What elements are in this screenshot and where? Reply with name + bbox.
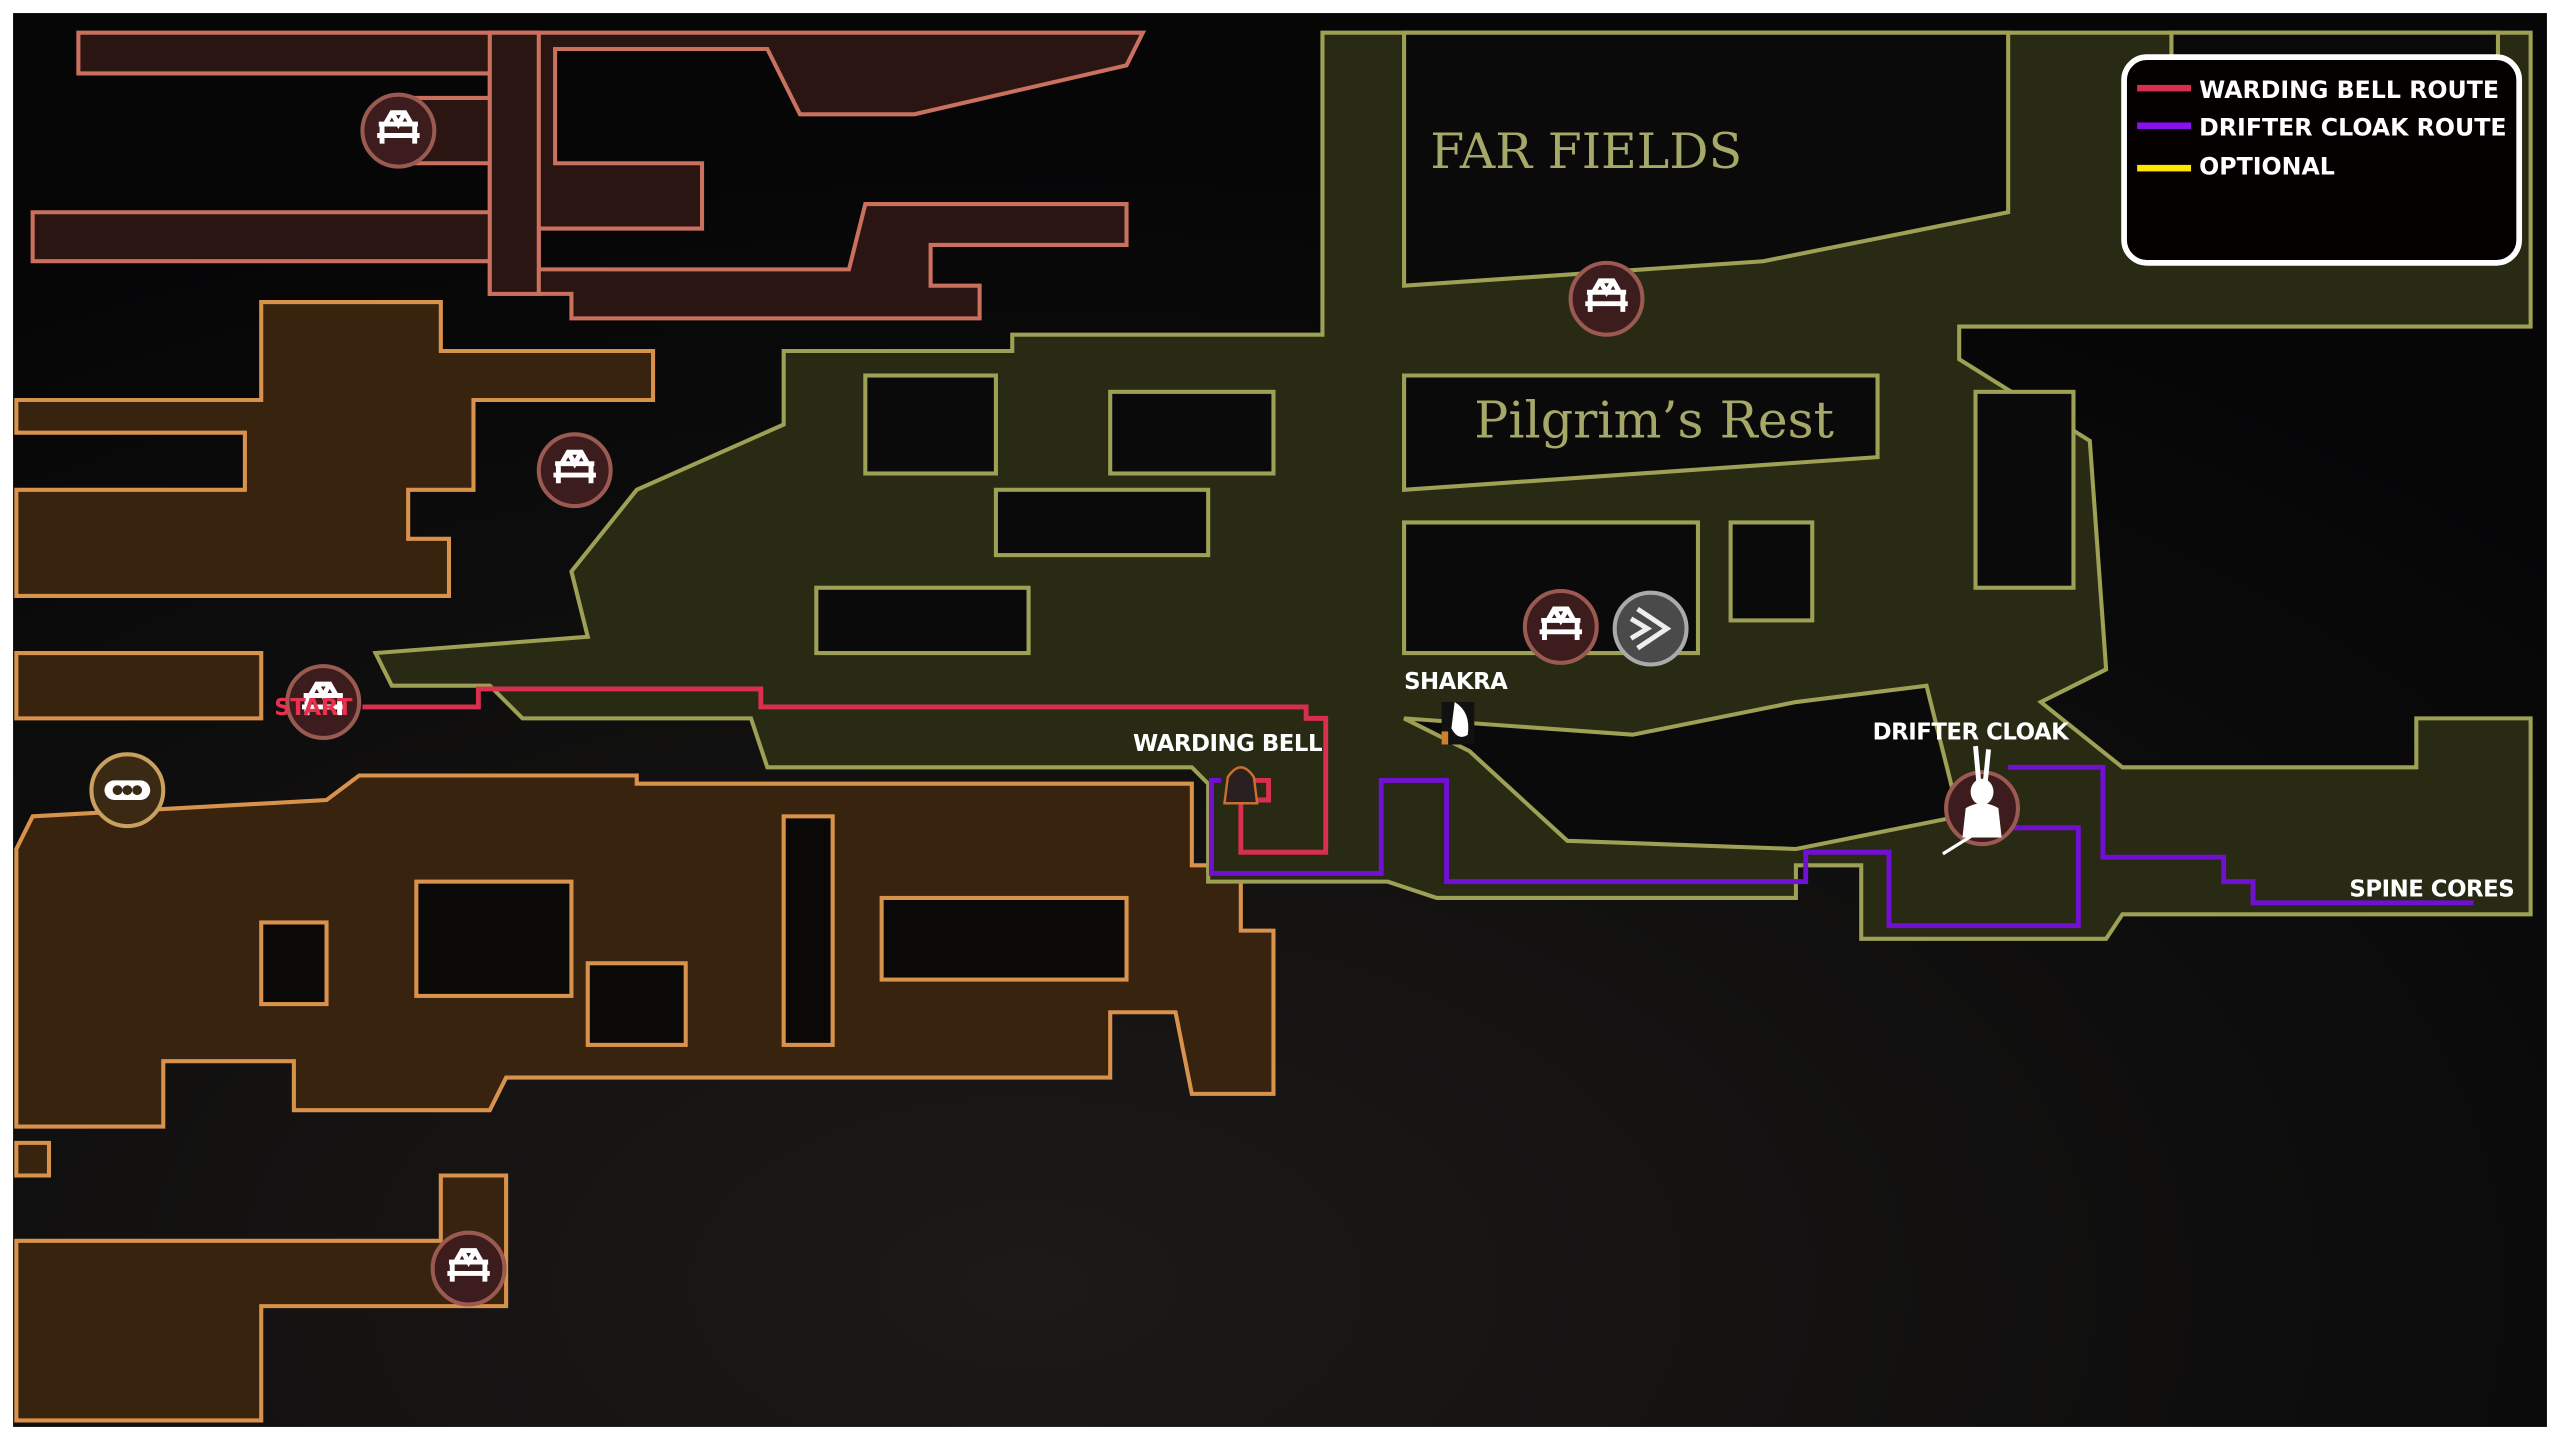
bench-icon[interactable] bbox=[539, 434, 611, 506]
start-label: START bbox=[274, 695, 353, 721]
warding-bell-label: WARDING BELL bbox=[1133, 731, 1322, 757]
shakra-label: SHAKRA bbox=[1404, 669, 1508, 695]
spine-cores-label: SPINE CORES bbox=[2349, 876, 2514, 902]
warding-bell-route bbox=[362, 686, 1329, 855]
area-title-far-fields: FAR FIELDS bbox=[1430, 123, 1742, 180]
legend-swatch bbox=[2137, 84, 2192, 92]
legend-label: OPTIONAL bbox=[2199, 153, 2335, 181]
drifter-cloak-label: DRIFTER CLOAK bbox=[1873, 720, 2071, 746]
legend: WARDING BELL ROUTE DRIFTER CLOAK ROUTE O… bbox=[2121, 54, 2523, 266]
legend-swatch bbox=[2137, 164, 2192, 172]
red-region bbox=[30, 30, 1147, 321]
bench-icon[interactable] bbox=[433, 1233, 505, 1305]
bench-icon[interactable] bbox=[1525, 591, 1597, 663]
area-title-pilgrims-rest: Pilgrim’s Rest bbox=[1474, 391, 1834, 450]
legend-swatch bbox=[2137, 122, 2192, 129]
legend-label: WARDING BELL ROUTE bbox=[2199, 76, 2499, 104]
fast-travel-icon[interactable] bbox=[1612, 590, 1689, 667]
legend-item-drifter-cloak-route: DRIFTER CLOAK ROUTE bbox=[2137, 114, 2507, 142]
orange-region-holes bbox=[259, 814, 1129, 1047]
drifter-cloak-route bbox=[1208, 777, 2081, 929]
stag-station-icon[interactable] bbox=[89, 752, 166, 829]
bench-icon[interactable] bbox=[1571, 263, 1643, 335]
drifter-cloak-icon[interactable] bbox=[1941, 745, 2020, 856]
bench-icon[interactable] bbox=[362, 95, 434, 167]
legend-item-warding-bell-route: WARDING BELL ROUTE bbox=[2137, 76, 2499, 104]
drifter-cloak-route-spine-cores bbox=[2008, 764, 2474, 906]
shakra-icon[interactable] bbox=[1441, 702, 1475, 745]
legend-item-optional: OPTIONAL bbox=[2137, 153, 2335, 181]
warding-bell-icon[interactable] bbox=[1223, 766, 1259, 805]
legend-label: DRIFTER CLOAK ROUTE bbox=[2199, 114, 2506, 142]
orange-region bbox=[14, 300, 1276, 1423]
